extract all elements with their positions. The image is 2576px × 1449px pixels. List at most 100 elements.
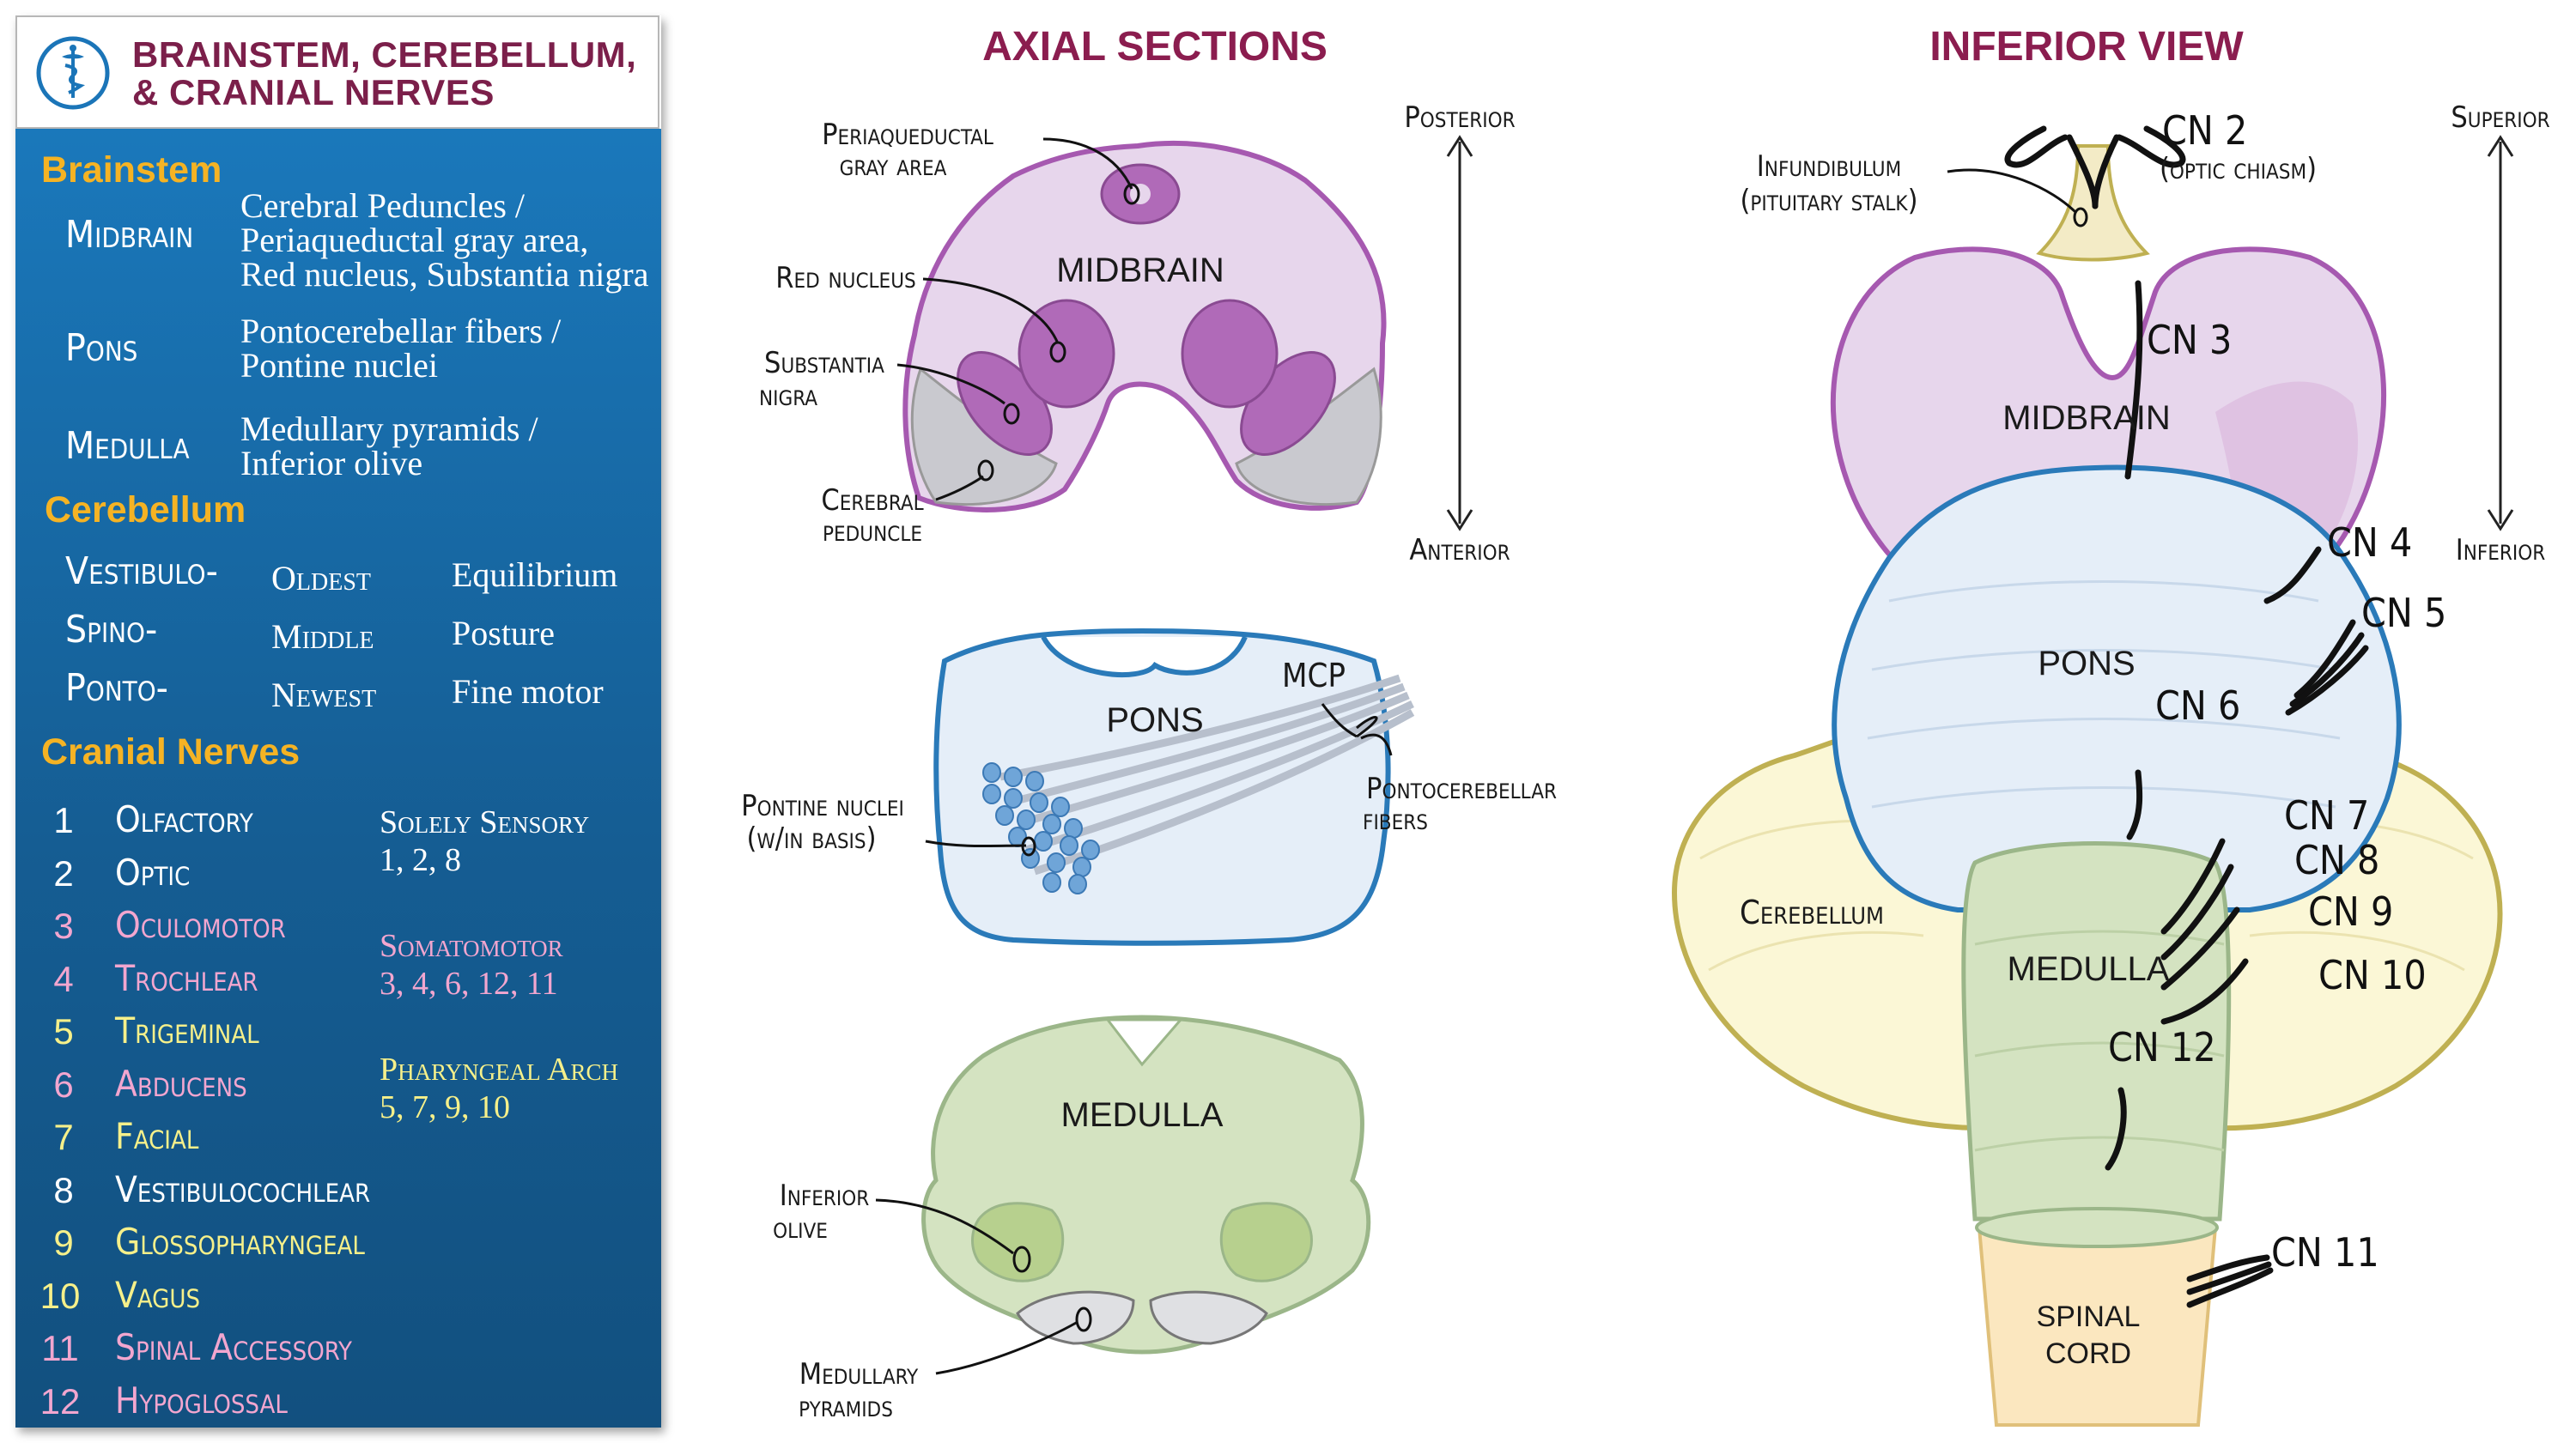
medulla-striations xyxy=(1974,930,2225,1152)
cranial-nerve-number-5: 5 xyxy=(53,1011,74,1052)
pons-striations xyxy=(1867,580,2341,809)
pontine-nucleus-dot xyxy=(1004,788,1023,809)
inferior-olive-label-2: olive xyxy=(773,1211,828,1246)
cranial-nerve-number-12: 12 xyxy=(39,1380,81,1422)
cranial-nerve-name-2: Optic xyxy=(115,851,191,894)
red-nucleus-label: Red nucleus xyxy=(775,261,915,295)
panel-header: BRAINSTEM, CEREBELLUM, & CRANIAL NERVES xyxy=(15,15,659,129)
cranial-nerve-name-3: Oculomotor xyxy=(115,904,286,946)
pontine-nucleus-dot xyxy=(1004,767,1023,787)
cerebellum-vestibulo-function: Equilibrium xyxy=(452,555,618,594)
cranial-nerve-number-2: 2 xyxy=(53,852,74,894)
brainstem-midbrain-line2: Periaqueductal gray area, xyxy=(240,221,589,259)
medulla-dorsal-notch xyxy=(1104,1018,1184,1067)
pontine-nucleus-dot xyxy=(1047,852,1066,873)
optic-nerves xyxy=(2004,125,2186,209)
cn12-label: CN 12 xyxy=(2108,1024,2216,1070)
cranial-nerve-number-3: 3 xyxy=(53,906,74,946)
cn5-label: CN 5 xyxy=(2361,590,2446,636)
pontine-nucleus-dot xyxy=(1042,814,1061,834)
brainstem-medulla-line1: Medullary pyramids / xyxy=(240,409,538,448)
cranial-nerve-name-7: Facial xyxy=(115,1115,199,1157)
cn7-label: CN 7 xyxy=(2284,792,2369,839)
periaqueductal-label-2: gray area xyxy=(840,149,947,183)
infundibulum-label-2: (pituitary stalk) xyxy=(1740,184,1917,218)
cn8-label: CN 8 xyxy=(2294,837,2379,883)
cerebral-peduncle-label-2: peduncle xyxy=(823,514,922,549)
cranial-nerve-name-1: Olfactory xyxy=(115,798,253,840)
cerebral-peduncle-label-1: Cerebral xyxy=(821,483,923,518)
inferior-pons-shape xyxy=(1832,464,2402,912)
cerebellum-label: Cerebellum xyxy=(1740,894,1884,931)
cranial-nerve-name-4: Trochlear xyxy=(115,956,258,999)
inferior-medulla-name: MEDULLA xyxy=(2008,950,2170,988)
axial-pons-name: PONS xyxy=(1106,701,1203,739)
superior-inferior-arrow xyxy=(2487,135,2514,531)
pontocerebellar-label-1: Pontocerebellar xyxy=(1366,772,1557,806)
axial-medulla-leaders xyxy=(875,1198,1092,1375)
substantia-nigra-label-2: nigra xyxy=(759,379,817,413)
spinal-cord-label-2: CORD xyxy=(2045,1337,2131,1370)
anterior-label: Anterior xyxy=(1409,533,1510,567)
panel-body: Brainstem Midbrain Cerebral Peduncles / … xyxy=(15,129,661,1428)
right-medullary-pyramid xyxy=(1149,1290,1268,1345)
cranial-nerve-name-5: Trigeminal xyxy=(115,1009,259,1052)
cranial-nerve-name-6: Abducens xyxy=(115,1062,247,1105)
brainstem-pons-line2: Pontine nuclei xyxy=(240,346,438,385)
cranial-nerve-name-10: Vagus xyxy=(115,1273,201,1316)
cerebellum-ponto-age: Newest xyxy=(271,676,377,714)
modality-sensory-list: 1, 2, 8 xyxy=(380,842,461,878)
pontine-nucleus-dot xyxy=(1017,809,1036,830)
cerebellum-spino-age: Middle xyxy=(271,617,374,656)
pontine-nucleus-dot xyxy=(1068,874,1087,894)
cranial-nerve-number-1: 1 xyxy=(53,800,74,840)
spinal-cord-label-1: SPINAL xyxy=(2037,1300,2141,1333)
fourth-ventricle-notch xyxy=(1041,635,1248,678)
cranial-nerve-number-8: 8 xyxy=(53,1169,74,1210)
pontine-nucleus-dot xyxy=(1072,857,1091,877)
pontine-nucleus-dot xyxy=(982,762,1001,783)
cn4-label: CN 4 xyxy=(2327,519,2412,566)
medulla-section-outline xyxy=(921,1015,1371,1355)
pontine-nuclei-label-1: Pontine nuclei xyxy=(741,789,904,823)
brainstem-pons-label: Pons xyxy=(65,326,138,370)
cranial-nerve-number-6: 6 xyxy=(53,1064,74,1105)
periaqueductal-label-1: Periaqueductal xyxy=(822,118,993,152)
inferior-midbrain-name: MIDBRAIN xyxy=(2002,399,2171,437)
inferior-pons-name: PONS xyxy=(2038,645,2135,682)
pontine-nuclei-label-2: (w/in basis) xyxy=(746,822,876,856)
axial-midbrain-name: MIDBRAIN xyxy=(1056,252,1224,289)
pontine-nucleus-dot xyxy=(1064,818,1083,839)
pontine-nucleus-dot xyxy=(1081,840,1100,860)
cranial-nerve-roots xyxy=(2105,280,2369,1308)
cerebellum-ponto-function: Fine motor xyxy=(452,672,604,711)
pontine-nucleus-dot xyxy=(1025,771,1044,791)
modality-somatomotor-list: 3, 4, 6, 12, 11 xyxy=(380,966,558,1002)
pontine-nucleus-dot xyxy=(1034,831,1053,852)
modality-pharyngeal-title: Pharyngeal Arch xyxy=(380,1052,618,1088)
pontine-nucleus-dot xyxy=(1030,792,1048,813)
brainstem-midbrain-label: Midbrain xyxy=(65,213,194,257)
left-red-nucleus xyxy=(1018,299,1115,409)
brainstem-pons-line1: Pontocerebellar fibers / xyxy=(240,312,562,350)
mcp-label: MCP xyxy=(1282,657,1346,694)
medulla-spinal-junction xyxy=(1975,1207,2219,1248)
posterior-label: Posterior xyxy=(1404,100,1515,135)
cn2-sublabel: (optic chiasm) xyxy=(2160,152,2317,186)
cranial-nerve-name-8: Vestibulocochlear xyxy=(115,1167,371,1210)
right-red-nucleus xyxy=(1181,299,1279,409)
pontine-nucleus-dot xyxy=(1060,835,1078,856)
pontine-nuclei-dots xyxy=(982,762,1100,894)
cerebellum-spino-function: Posture xyxy=(452,614,555,652)
cranial-nerve-number-4: 4 xyxy=(53,958,74,999)
cerebellum-heading: Cerebellum xyxy=(45,489,246,530)
cn6-label: CN 6 xyxy=(2155,682,2240,729)
axial-pons-section: PONS xyxy=(933,627,1415,946)
superior-label: Superior xyxy=(2451,100,2549,135)
panel-title-line1: BRAINSTEM, CEREBELLUM, xyxy=(132,34,637,75)
brainstem-midbrain-line1: Cerebral Peduncles / xyxy=(240,186,525,225)
cranial-nerve-name-11: Spinal Accessory xyxy=(115,1326,352,1368)
summary-panel: BRAINSTEM, CEREBELLUM, & CRANIAL NERVES … xyxy=(15,15,661,1428)
cerebellum-vestibulo-age: Oldest xyxy=(271,559,371,597)
